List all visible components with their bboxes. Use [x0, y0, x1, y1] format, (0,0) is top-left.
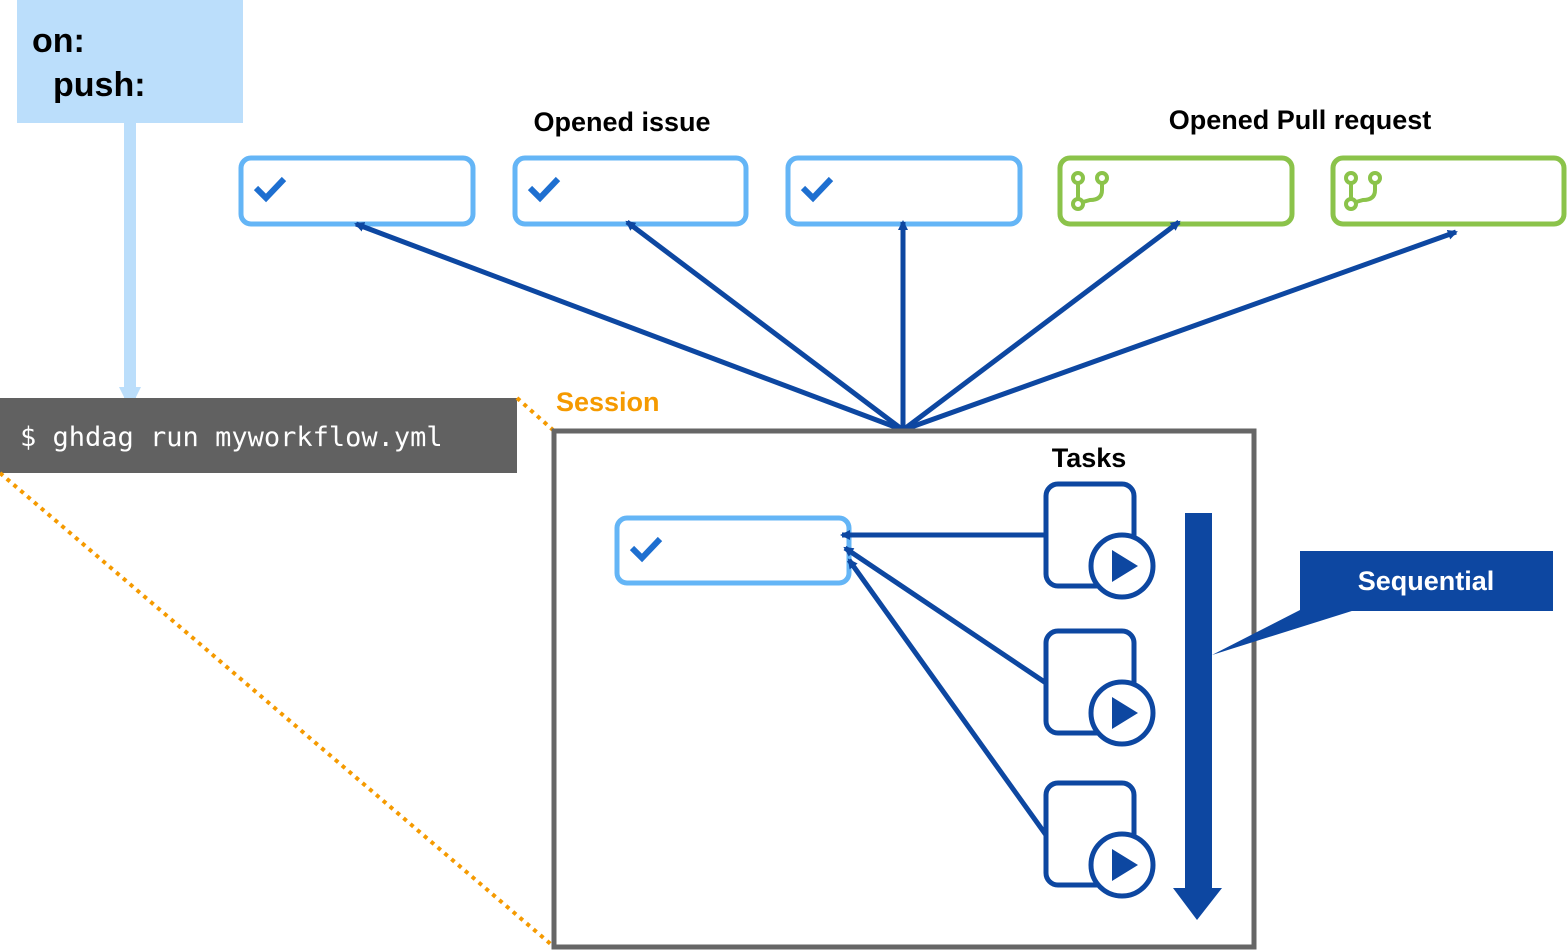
trigger-line-push: push:: [53, 66, 146, 104]
fanout-arrow: [625, 220, 905, 432]
issue-box: [238, 155, 476, 227]
task-icon: [1046, 783, 1153, 896]
trigger-line-on: on:: [32, 22, 85, 60]
session-box: [551, 428, 1257, 950]
issue-box: [512, 155, 749, 227]
command-text: $ ghdag run myworkflow.yml: [20, 422, 443, 453]
pull-request-box: [1330, 155, 1567, 227]
session-zoom-line-bottom: [0, 471, 555, 948]
task-arrow: [843, 545, 1048, 686]
sequential-label: Sequential: [1358, 566, 1495, 596]
fanout-arrow: [902, 229, 1458, 433]
opened-issue-label: Opened issue: [533, 107, 710, 137]
task-icon: [1046, 631, 1153, 744]
command-bar: $ ghdag run myworkflow.yml: [0, 398, 517, 473]
sequential-callout: Sequential: [1212, 551, 1553, 655]
tasks-label: Tasks: [1052, 443, 1127, 473]
task-arrows: [840, 530, 1049, 837]
issue-box: [785, 155, 1023, 227]
fanout-arrow: [901, 220, 1181, 432]
session-issue-box: [614, 515, 852, 586]
task-icon: [1046, 484, 1153, 597]
opened-pull-request-label: Opened Pull request: [1169, 105, 1432, 135]
trigger-box: on: push:: [17, 0, 243, 123]
session-label: Session: [556, 387, 660, 417]
fanout-arrow: [354, 221, 904, 433]
fanout-arrows: [354, 220, 1458, 433]
sequential-arrow: [1173, 513, 1222, 920]
pull-request-box: [1057, 155, 1295, 227]
session-zoom-line-top: [515, 396, 555, 432]
task-arrow: [846, 558, 1049, 837]
